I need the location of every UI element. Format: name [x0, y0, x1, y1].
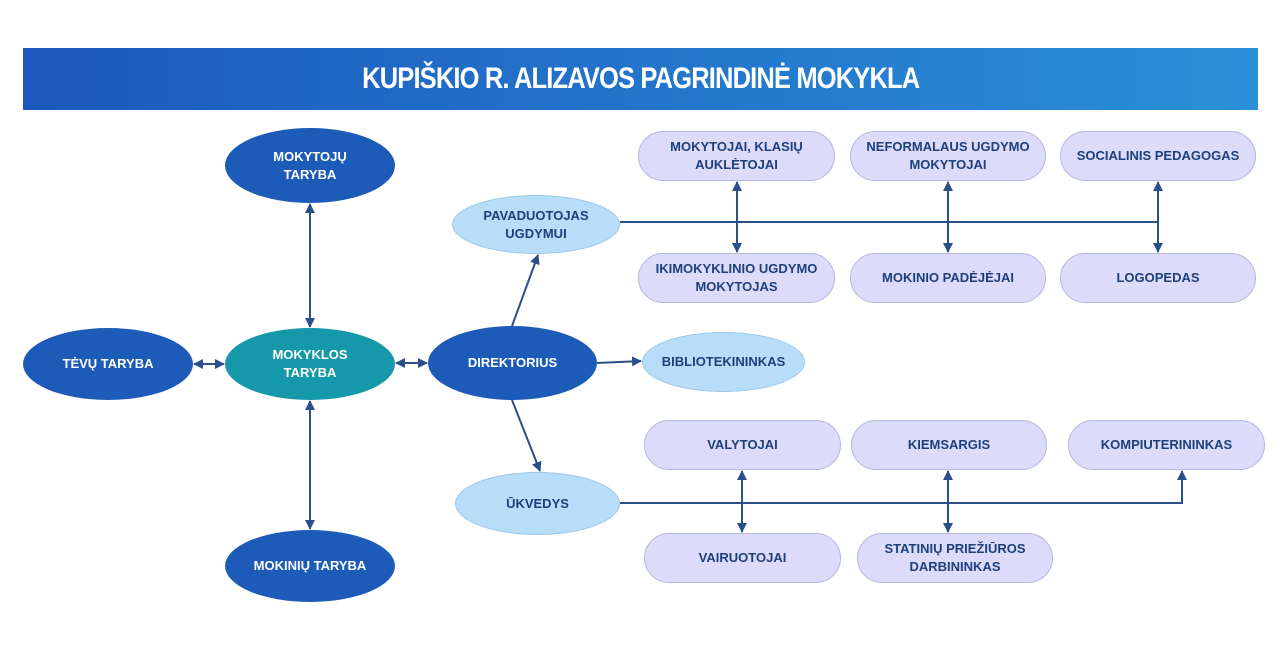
node-kompiuterininkas: KOMPIUTERININKAS	[1068, 420, 1265, 470]
node-label: MOKINIO PADĖJĖJAI	[882, 270, 1014, 285]
page-title: KUPIŠKIO R. ALIZAVOS PAGRINDINĖ MOKYKLA	[361, 62, 920, 95]
node-label: VAIRUOTOJAI	[698, 550, 787, 565]
node-bibliotekininkas: BIBLIOTEKININKAS	[642, 332, 805, 392]
node-label: DIREKTORIUS	[467, 355, 558, 370]
connector-direktorius-bibliotekininkas	[596, 356, 642, 367]
node-label: NEFORMALAUS UGDYMO MOKYTOJAI	[866, 139, 1030, 172]
node-label: PAVADUOTOJAS UGDYMUI	[483, 207, 589, 241]
node-mokiniu-taryba: MOKINIŲ TARYBA	[225, 530, 395, 602]
node-label: IKIMOKYKLINIO UGDYMO MOKYTOJAS	[655, 261, 818, 294]
node-label: BIBLIOTEKININKAS	[661, 354, 786, 369]
node-label: KIEMSARGIS	[907, 437, 991, 452]
node-statiniu: STATINIŲ PRIEŽIŪROS DARBININKAS	[857, 533, 1053, 583]
node-mokytojai: MOKYTOJAI, KLASIŲ AUKLĖTOJAI	[638, 131, 835, 181]
node-pavaduotojas: PAVADUOTOJAS UGDYMUI	[452, 195, 620, 254]
node-label: ŪKVEDYS	[506, 495, 569, 511]
node-label: MOKYTOJAI, KLASIŲ AUKLĖTOJAI	[670, 139, 803, 172]
node-ukvedys: ŪKVEDYS	[455, 472, 620, 535]
node-label: VALYTOJAI	[707, 437, 778, 452]
node-label: TĖVŲ TARYBA	[62, 356, 154, 371]
connector-direktorius-pavaduotojas	[511, 254, 540, 327]
node-mokytoju-taryba: MOKYTOJŲ TARYBA	[225, 128, 395, 203]
node-label: SOCIALINIS PEDAGOGAS	[1076, 148, 1240, 163]
title-banner: KUPIŠKIO R. ALIZAVOS PAGRINDINĖ MOKYKLA	[23, 48, 1258, 110]
node-neformalaus: NEFORMALAUS UGDYMO MOKYTOJAI	[850, 131, 1046, 181]
node-padejejai: MOKINIO PADĖJĖJAI	[850, 253, 1046, 303]
node-mokyklos-taryba: MOKYKLOS TARYBA	[225, 328, 395, 400]
node-label: LOGOPEDAS	[1116, 270, 1200, 285]
node-logopedas: LOGOPEDAS	[1060, 253, 1256, 303]
connector-direktorius-ukvedys	[511, 399, 542, 472]
node-vairuotojai: VAIRUOTOJAI	[644, 533, 841, 583]
node-label: MOKYTOJŲ TARYBA	[273, 148, 347, 182]
node-kiemsargis: KIEMSARGIS	[851, 420, 1047, 470]
node-valytojai: VALYTOJAI	[644, 420, 841, 470]
node-label: MOKINIŲ TARYBA	[253, 558, 367, 573]
node-label: KOMPIUTERININKAS	[1100, 437, 1233, 452]
node-label: MOKYKLOS TARYBA	[272, 347, 348, 380]
node-ikimokyklinio: IKIMOKYKLINIO UGDYMO MOKYTOJAS	[638, 253, 835, 303]
connector-ukvedys-bus	[620, 470, 1187, 504]
node-direktorius: DIREKTORIUS	[428, 326, 597, 400]
node-socialinis: SOCIALINIS PEDAGOGAS	[1060, 131, 1256, 181]
node-label: STATINIŲ PRIEŽIŪROS DARBININKAS	[884, 541, 1026, 574]
node-tevu-taryba: TĖVŲ TARYBA	[23, 328, 193, 400]
